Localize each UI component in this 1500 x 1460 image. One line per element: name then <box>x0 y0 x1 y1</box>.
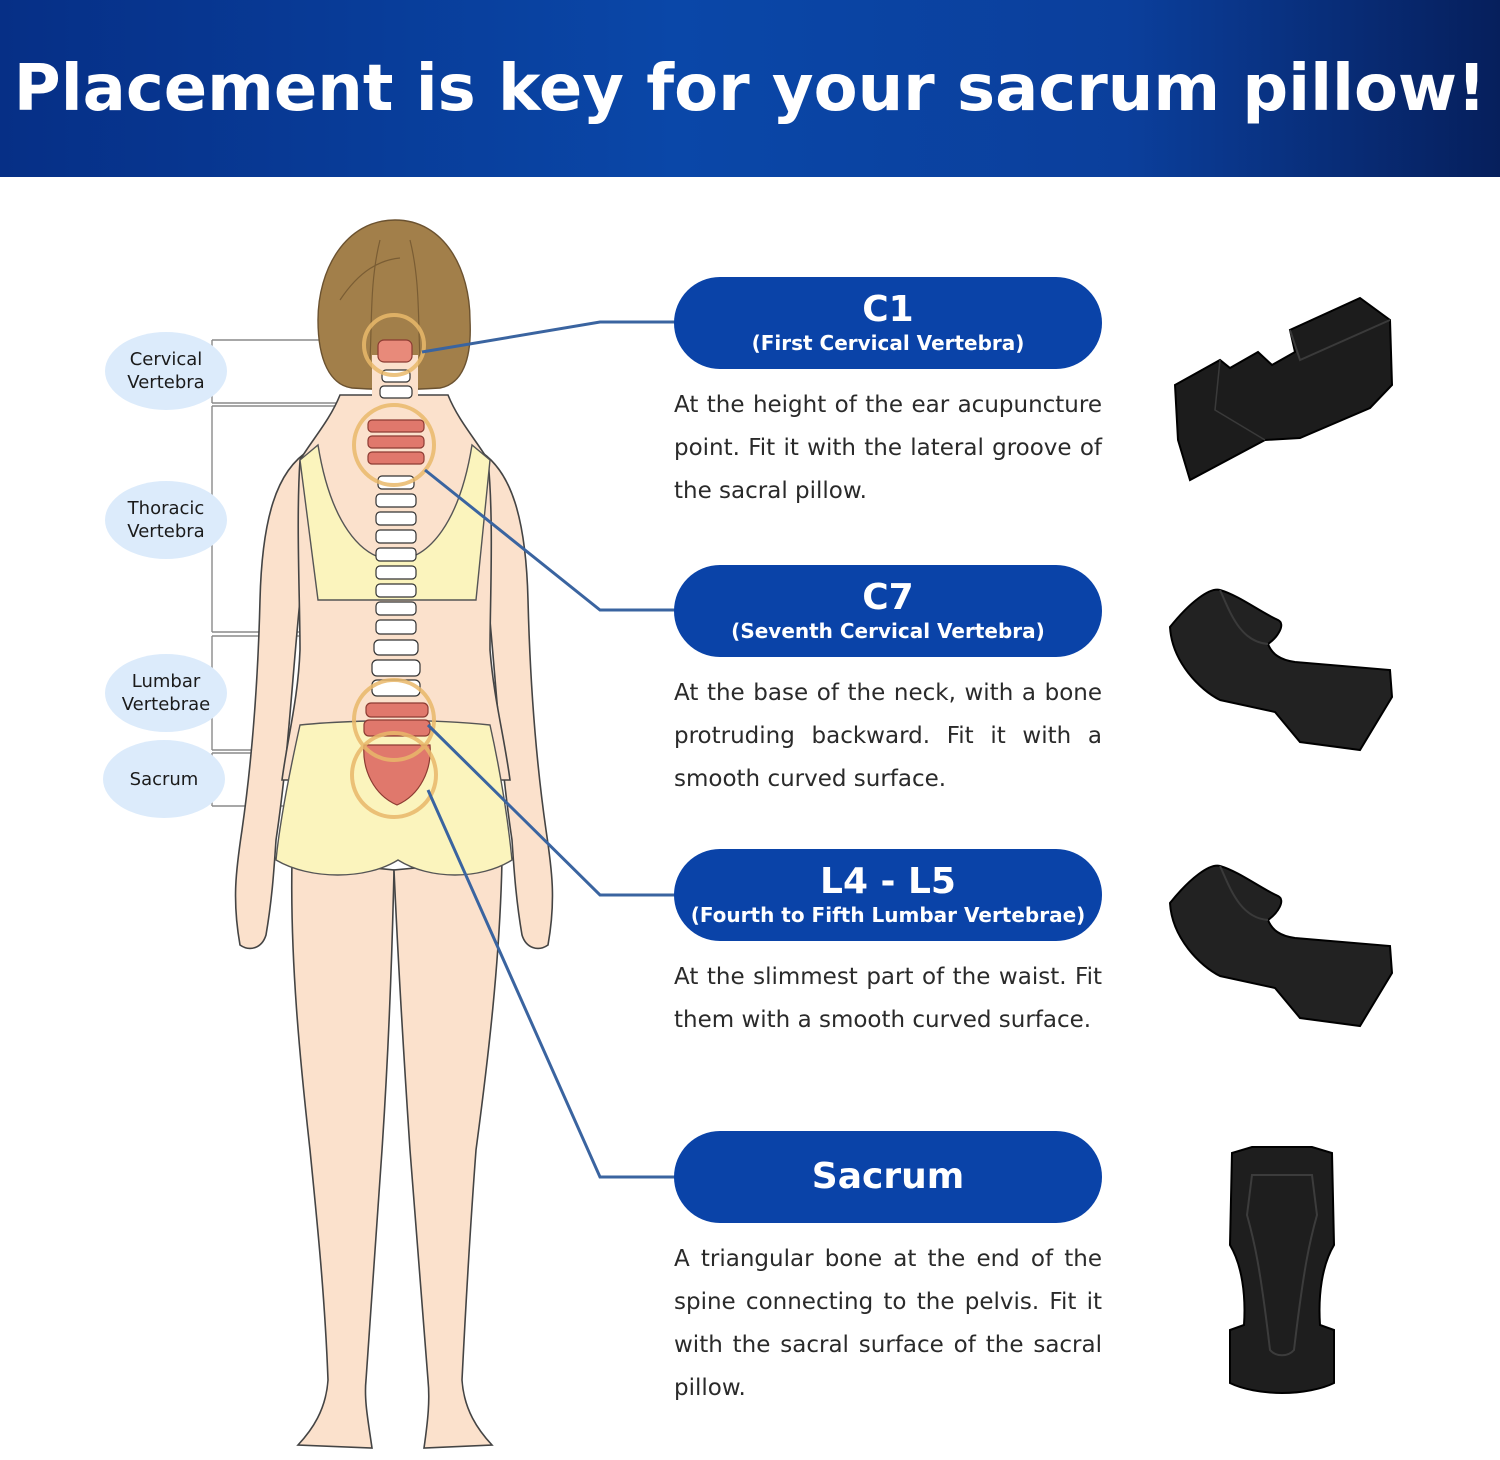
pillow-side-groove-icon <box>1173 296 1394 482</box>
region-label: Sacrum <box>129 768 199 790</box>
pillow-curved-icon-lumbar <box>1168 864 1394 1028</box>
point-subtitle: (Fourth to Fifth Lumbar Vertebrae) <box>690 903 1086 927</box>
point-title: Sacrum <box>811 1156 965 1197</box>
point-title: C1 <box>862 289 914 330</box>
page-title: Placement is key for your sacrum pillow! <box>13 51 1487 126</box>
point-description-sacrum: A triangular bone at the end of the spin… <box>674 1246 1102 1401</box>
region-label: Cervical Vertebra <box>127 349 205 393</box>
point-pill-l4-l5: L4 - L5 (Fourth to Fifth Lumbar Vertebra… <box>674 849 1102 941</box>
pillow-top-view-icon <box>1228 1146 1336 1395</box>
point-description-c1: At the height of the ear acupuncture poi… <box>674 392 1102 504</box>
point-pill-c7: C7 (Seventh Cervical Vertebra) <box>674 565 1102 657</box>
region-bubble-cervical: Cervical Vertebra <box>105 332 227 410</box>
point-description-c7: At the base of the neck, with a bone pro… <box>674 680 1102 792</box>
region-bubble-thoracic: Thoracic Vertebra <box>105 481 227 559</box>
region-label: Lumbar Vertebrae <box>121 671 211 715</box>
point-description-l4-l5: At the slimmest part of the waist. Fit t… <box>674 964 1102 1033</box>
point-pill-c1: C1 (First Cervical Vertebra) <box>674 277 1102 369</box>
region-bubble-lumbar: Lumbar Vertebrae <box>105 654 227 732</box>
point-subtitle: (Seventh Cervical Vertebra) <box>731 619 1045 643</box>
legs <box>290 859 503 1449</box>
header-banner: Placement is key for your sacrum pillow! <box>0 0 1500 177</box>
point-title: L4 - L5 <box>820 861 956 902</box>
spine <box>363 339 431 806</box>
region-bubble-sacrum: Sacrum <box>103 740 225 818</box>
point-subtitle: (First Cervical Vertebra) <box>751 331 1025 355</box>
point-pill-sacrum: Sacrum <box>674 1131 1102 1223</box>
highlight-rings <box>350 313 438 819</box>
pillow-curved-icon <box>1168 588 1394 752</box>
connector-lines <box>421 320 676 1179</box>
arms <box>234 448 554 950</box>
point-title: C7 <box>862 577 914 618</box>
region-label: Thoracic Vertebra <box>127 498 205 542</box>
